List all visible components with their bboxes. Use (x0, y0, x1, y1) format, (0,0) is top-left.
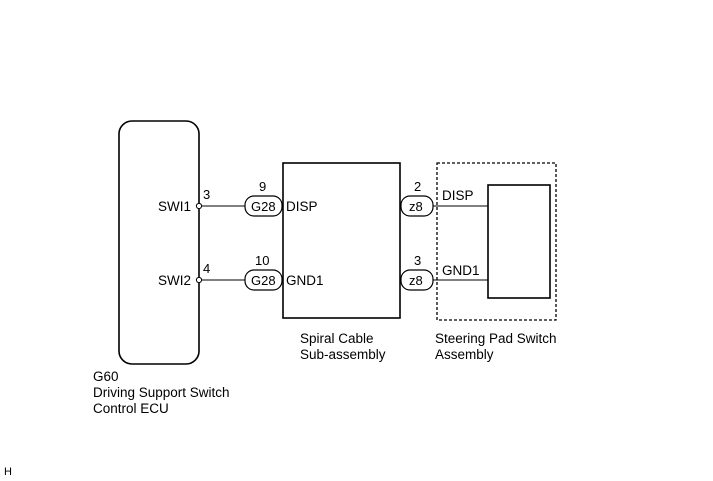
ecu-terminal-4 (195, 276, 203, 284)
connector-g28-disp-label: G28 (251, 199, 276, 214)
ecu-pin-swi2-label: SWI2 (158, 273, 191, 288)
spiral-cable-block (282, 162, 401, 319)
spiral-right-disp-label: DISP (442, 188, 474, 203)
ecu-name-line2: Control ECU (93, 401, 169, 416)
connector-z8-pin-3: 3 (414, 253, 421, 268)
ecu-name-line1: Driving Support Switch (93, 385, 230, 400)
spiral-left-gnd1-label: GND1 (286, 273, 324, 288)
connector-g28-gnd1 (244, 269, 283, 291)
ecu-code: G60 (93, 369, 119, 384)
ecu-pin-4-number: 4 (203, 261, 210, 276)
connector-g28-pin-9: 9 (259, 179, 266, 194)
ecu-block (118, 120, 200, 365)
spiral-name-line1: Spiral Cable (300, 331, 374, 346)
connector-z8-pin-2: 2 (414, 179, 421, 194)
connector-g28-gnd1-label: G28 (251, 273, 276, 288)
ecu-pin-swi1-label: SWI1 (158, 199, 191, 214)
connector-g28-pin-10: 10 (255, 253, 269, 268)
footer-code: H (4, 466, 12, 478)
steering-name-line1: Steering Pad Switch (435, 331, 557, 346)
connector-z8-gnd1-label: z8 (409, 273, 423, 288)
spiral-right-gnd1-label: GND1 (442, 263, 480, 278)
spiral-left-disp-label: DISP (286, 199, 318, 214)
steering-pad-assembly-outline (436, 162, 557, 321)
steering-name-line2: Assembly (435, 347, 494, 362)
connector-z8-gnd1 (400, 269, 434, 291)
connector-z8-disp (400, 195, 434, 217)
ecu-terminal-3 (195, 202, 203, 210)
connector-z8-disp-label: z8 (409, 199, 423, 214)
spiral-name-line2: Sub-assembly (300, 347, 386, 362)
connector-g28-disp (244, 195, 283, 217)
ecu-pin-3-number: 3 (203, 187, 210, 202)
steering-pad-switch-block (487, 184, 551, 299)
